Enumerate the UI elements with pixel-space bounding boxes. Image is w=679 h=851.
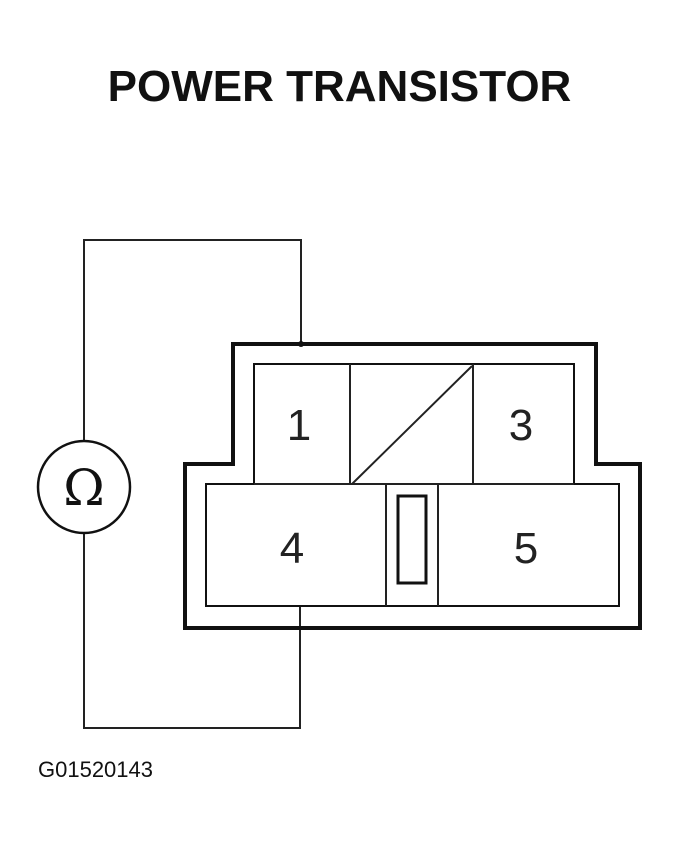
test-lead-upper — [83, 239, 302, 441]
pin-label-4: 4 — [280, 524, 304, 573]
ohm-symbol: Ω — [63, 459, 104, 517]
connector-housing — [183, 342, 642, 630]
pin-label-5: 5 — [514, 524, 538, 573]
ohmmeter-circle — [36, 439, 132, 535]
diagram-title: POWER TRANSISTOR — [107, 62, 572, 111]
ohmmeter: Ω — [36, 439, 132, 535]
cavity-dividers — [254, 364, 574, 606]
figure-id: G01520143 — [38, 757, 153, 782]
pin-label-3: 3 — [509, 401, 533, 450]
test-lead-lower — [83, 533, 301, 729]
pin-label-1: 1 — [287, 401, 311, 450]
locking-tab — [396, 494, 428, 585]
